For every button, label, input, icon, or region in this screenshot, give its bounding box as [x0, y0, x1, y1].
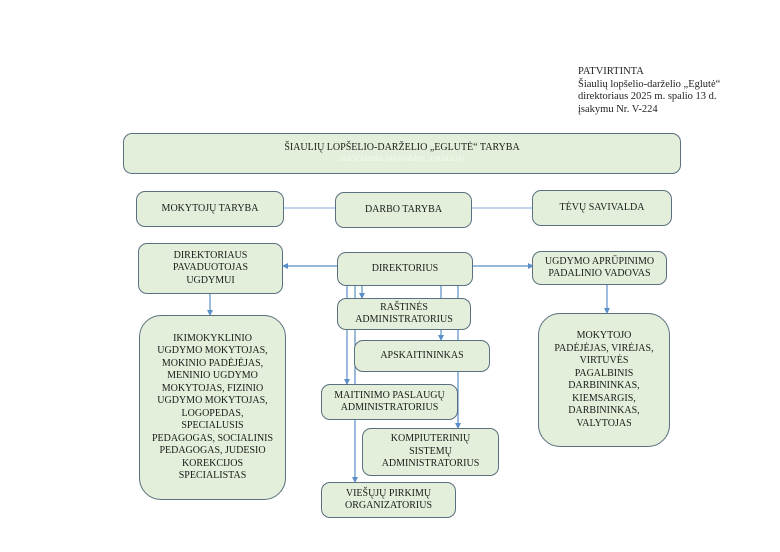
teachers-council-label: MOKYTOJŲ TARYBA	[161, 202, 259, 214]
parents-box: TĖVŲ SAVIVALDA	[532, 190, 672, 226]
council-subtitle: aukščiausia savivaldos institucija	[338, 154, 466, 165]
parents-label: TĖVŲ SAVIVALDA	[559, 201, 645, 213]
office-admin-label: RAŠTINĖS ADMINISTRATORIUS	[355, 301, 453, 326]
support-staff-box: MOKYTOJO PADĖJĖJAS, VIRĖJAS, VIRTUVĖS PA…	[538, 313, 670, 447]
it-admin-label: KOMPIUTERINIŲ SISTEMŲ ADMINISTRATORIUS	[381, 433, 480, 470]
office-admin-box: RAŠTINĖS ADMINISTRATORIUS	[337, 298, 471, 330]
it-admin-box: KOMPIUTERINIŲ SISTEMŲ ADMINISTRATORIUS	[362, 428, 499, 476]
procurement-box: VIEŠŲJŲ PIRKIMŲ ORGANIZATORIUS	[321, 482, 456, 518]
accountant-box: APSKAITININKAS	[354, 340, 490, 372]
work-council-box: DARBO TARYBA	[335, 192, 472, 228]
director-label: DIREKTORIUS	[371, 262, 439, 274]
education-staff-label: IKIMOKYKLINIO UGDYMO MOKYTOJAS, MOKINIO …	[151, 332, 274, 482]
approval-line: Šiaulių lopšelio-darželio „Eglutė“	[578, 78, 721, 90]
approval-line: įsakymu Nr. V-224	[578, 103, 658, 115]
education-staff-box: IKIMOKYKLINIO UGDYMO MOKYTOJAS, MOKINIO …	[139, 315, 286, 500]
teachers-council-box: MOKYTOJŲ TARYBA	[136, 191, 284, 227]
accountant-label: APSKAITININKAS	[380, 349, 464, 361]
council-title: ŠIAULIŲ LOPŠELIO-DARŽELIO „EGLUTĖ“ TARYB…	[284, 141, 520, 153]
catering-admin-label: MAITINIMO PASLAUGŲ ADMINISTRATORIUS	[334, 389, 445, 414]
council-box: ŠIAULIŲ LOPŠELIO-DARŽELIO „EGLUTĖ“ TARYB…	[123, 133, 681, 174]
catering-admin-box: MAITINIMO PASLAUGŲ ADMINISTRATORIUS	[321, 384, 458, 420]
deputy-label: DIREKTORIAUS PAVADUOTOJAS UGDYMUI	[172, 249, 249, 286]
deputy-box: DIREKTORIAUS PAVADUOTOJAS UGDYMUI	[138, 243, 283, 294]
support-head-label: UGDYMO APRŪPINIMO PADALINIO VADOVAS	[544, 255, 655, 280]
support-staff-label: MOKYTOJO PADĖJĖJAS, VIRĖJAS, VIRTUVĖS PA…	[554, 330, 654, 429]
procurement-label: VIEŠŲJŲ PIRKIMŲ ORGANIZATORIUS	[344, 487, 433, 512]
director-box: DIREKTORIUS	[337, 252, 473, 286]
approval-line: PATVIRTINTA	[578, 66, 644, 77]
approval-line: direktoriaus 2025 m. spalio 13 d.	[578, 91, 717, 102]
work-council-label: DARBO TARYBA	[364, 203, 443, 215]
support-head-box: UGDYMO APRŪPINIMO PADALINIO VADOVAS	[532, 251, 667, 285]
approval-stamp: PATVIRTINTA Šiaulių lopšelio-darželio „E…	[578, 66, 720, 116]
